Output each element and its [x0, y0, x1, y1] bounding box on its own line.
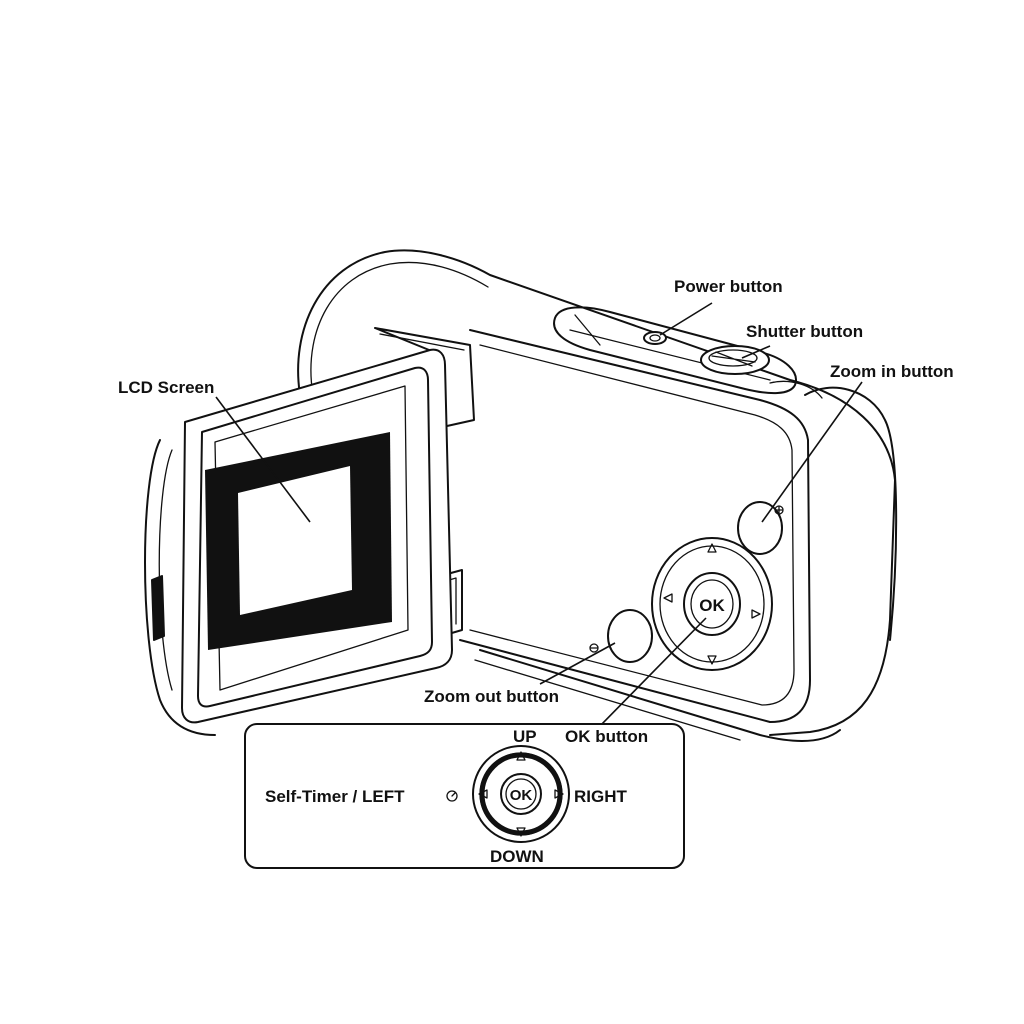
label-right: RIGHT [574, 787, 628, 806]
ok-button-label: OK [699, 596, 725, 615]
nav-pad-detail-inset [244, 723, 685, 869]
label-zoom-out-button: Zoom out button [424, 687, 559, 706]
zoom-out-icon [589, 643, 599, 653]
label-zoom-in-button: Zoom in button [830, 362, 954, 381]
direction-left-icon [663, 593, 673, 603]
zoom-out-button[interactable] [607, 609, 653, 663]
direction-up-icon [516, 751, 526, 761]
camera-body [297, 249, 898, 743]
lcd-panel [144, 348, 453, 736]
zoom-in-button[interactable] [737, 501, 783, 555]
label-lcd-screen: LCD Screen [118, 378, 214, 397]
label-down: DOWN [490, 847, 544, 866]
label-up: UP [513, 727, 537, 746]
direction-up-icon [707, 543, 717, 553]
detail-nav-pad[interactable] [472, 745, 570, 843]
direction-down-icon [707, 655, 717, 665]
zoom-in-icon [774, 505, 784, 515]
detail-ok-button-label: OK [510, 787, 533, 804]
direction-down-icon [516, 827, 526, 837]
label-ok-button: OK button [565, 727, 648, 746]
direction-left-icon [478, 789, 488, 799]
leader-lines [215, 302, 863, 783]
self-timer-icon [446, 790, 458, 802]
label-shutter-button: Shutter button [746, 322, 863, 341]
direction-right-icon [554, 789, 564, 799]
label-self-timer-left: Self-Timer / LEFT [265, 787, 405, 806]
navigation-pad[interactable] [651, 537, 773, 671]
direction-right-icon [751, 609, 761, 619]
lcd-screen [238, 466, 352, 615]
label-power-button: Power button [674, 277, 783, 296]
